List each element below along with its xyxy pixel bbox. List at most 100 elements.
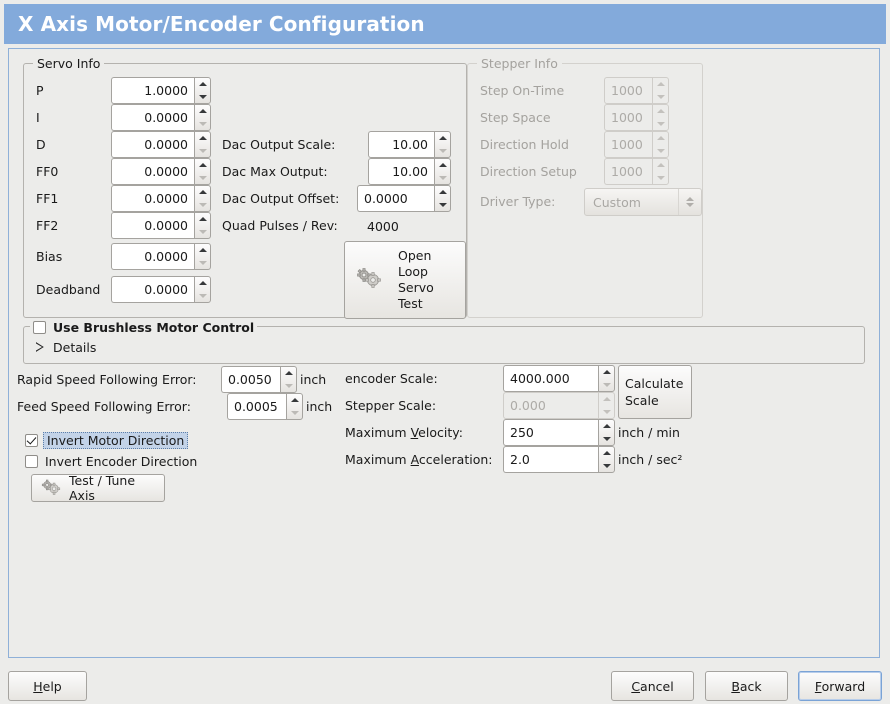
calculate-scale-button[interactable]: Calculate Scale (618, 365, 692, 419)
spin-ff1-down[interactable] (195, 199, 210, 212)
spin-rapid-following-error[interactable]: 0.0050 (221, 366, 297, 393)
spin-deadband-up[interactable] (195, 277, 210, 290)
spin-i-up[interactable] (195, 105, 210, 118)
spin-maximum-acceleration-up[interactable] (599, 447, 614, 460)
spin-rapid-following-error-down[interactable] (281, 380, 296, 393)
spin-ff0-down[interactable] (195, 172, 210, 185)
use-brushless-motor-control-checkbox[interactable]: Use Brushless Motor Control (33, 320, 254, 335)
spin-d-stepper[interactable] (194, 131, 211, 158)
checkbox-box[interactable] (33, 321, 46, 334)
details-expander[interactable]: Details (36, 340, 96, 355)
spin-feed-following-error[interactable]: 0.0005 (227, 393, 303, 420)
spin-d[interactable]: 0.0000 (111, 131, 211, 158)
spin-maximum-acceleration[interactable]: 2.0 (503, 446, 615, 473)
spin-d-down[interactable] (195, 145, 210, 158)
spin-dac-output-scale-stepper[interactable] (434, 131, 451, 158)
invert-motor-direction-checkbox[interactable]: Invert Motor Direction (25, 432, 189, 449)
spin-maximum-velocity-value[interactable]: 250 (503, 419, 598, 446)
spin-maximum-acceleration-stepper[interactable] (598, 446, 615, 473)
invert-encoder-direction-checkbox[interactable]: Invert Encoder Direction (25, 454, 197, 469)
spin-p-stepper[interactable] (194, 77, 211, 104)
spin-ff1-up[interactable] (195, 186, 210, 199)
spin-feed-following-error-value[interactable]: 0.0005 (227, 393, 286, 420)
forward-button[interactable]: Forward (798, 671, 882, 701)
spin-dac-max-output-stepper[interactable] (434, 158, 451, 185)
spin-maximum-velocity-down[interactable] (599, 433, 614, 446)
spin-dac-max-output-value[interactable]: 10.00 (368, 158, 434, 185)
spin-bias-stepper[interactable] (194, 243, 211, 270)
spin-ff0-value[interactable]: 0.0000 (111, 158, 194, 185)
spin-bias-value[interactable]: 0.0000 (111, 243, 194, 270)
spin-stepper-scale-up (599, 393, 614, 406)
spin-encoder-scale-down[interactable] (599, 379, 614, 392)
spin-ff2-up[interactable] (195, 213, 210, 226)
spin-deadband[interactable]: 0.0000 (111, 276, 211, 303)
spin-dac-max-output-down[interactable] (435, 172, 450, 185)
checkbox-box[interactable] (25, 455, 38, 468)
spin-bias-up[interactable] (195, 244, 210, 257)
chevron-right-icon[interactable] (36, 343, 44, 353)
spin-i-value[interactable]: 0.0000 (111, 104, 194, 131)
cancel-button[interactable]: Cancel (611, 671, 694, 701)
spin-deadband-stepper[interactable] (194, 276, 211, 303)
spin-maximum-velocity-up[interactable] (599, 420, 614, 433)
spin-ff1-stepper[interactable] (194, 185, 211, 212)
spin-dac-output-scale[interactable]: 10.00 (368, 131, 451, 158)
spin-d-value[interactable]: 0.0000 (111, 131, 194, 158)
spin-i-stepper[interactable] (194, 104, 211, 131)
spin-bias[interactable]: 0.0000 (111, 243, 211, 270)
spin-dac-max-output-up[interactable] (435, 159, 450, 172)
spin-rapid-following-error-value[interactable]: 0.0050 (221, 366, 280, 393)
spin-dac-max-output[interactable]: 10.00 (368, 158, 451, 185)
spin-maximum-velocity-stepper[interactable] (598, 419, 615, 446)
spin-ff2-stepper[interactable] (194, 212, 211, 239)
spin-dac-output-offset-value[interactable]: 0.0000 (357, 185, 434, 212)
spin-ff1-value[interactable]: 0.0000 (111, 185, 194, 212)
back-button[interactable]: Back (705, 671, 788, 701)
test-tune-axis-button[interactable]: Test / Tune Axis (31, 473, 165, 503)
spin-dac-output-offset[interactable]: 0.0000 (357, 185, 451, 212)
spin-encoder-scale[interactable]: 4000.000 (503, 365, 615, 392)
spin-dac-output-offset-stepper[interactable] (434, 185, 451, 212)
spin-feed-following-error-down[interactable] (287, 407, 302, 420)
spin-dac-output-offset-down[interactable] (435, 199, 450, 212)
spin-encoder-scale-up[interactable] (599, 366, 614, 379)
spin-ff2[interactable]: 0.0000 (111, 212, 211, 239)
spin-deadband-value[interactable]: 0.0000 (111, 276, 194, 303)
spin-ff1[interactable]: 0.0000 (111, 185, 211, 212)
spin-d-up[interactable] (195, 132, 210, 145)
spin-ff0[interactable]: 0.0000 (111, 158, 211, 185)
spin-p[interactable]: 1.0000 (111, 77, 211, 104)
spin-dac-output-scale-up[interactable] (435, 132, 450, 145)
spin-feed-following-error-up[interactable] (287, 394, 302, 407)
spin-ff0-up[interactable] (195, 159, 210, 172)
spin-dac-output-scale-down[interactable] (435, 145, 450, 158)
spin-encoder-scale-value[interactable]: 4000.000 (503, 365, 598, 392)
spin-direction-hold-down (653, 145, 668, 158)
spin-maximum-velocity[interactable]: 250 (503, 419, 615, 446)
driver-type-combo: Custom (584, 188, 702, 216)
spin-rapid-following-error-up[interactable] (281, 367, 296, 380)
spin-deadband-down[interactable] (195, 290, 210, 303)
spin-ff0-stepper[interactable] (194, 158, 211, 185)
spin-feed-following-error-stepper[interactable] (286, 393, 303, 420)
spin-i-down[interactable] (195, 118, 210, 131)
gears-icon (39, 478, 63, 498)
spin-dac-output-scale-value[interactable]: 10.00 (368, 131, 434, 158)
help-button[interactable]: Help (8, 671, 87, 701)
spin-p-value[interactable]: 1.0000 (111, 77, 194, 104)
spin-maximum-acceleration-down[interactable] (599, 460, 614, 473)
spin-p-up[interactable] (195, 78, 210, 91)
open-loop-servo-test-button[interactable]: Open Loop Servo Test (344, 241, 466, 319)
help-button-label: Help (33, 678, 62, 694)
checkbox-box[interactable] (25, 434, 38, 447)
spin-i[interactable]: 0.0000 (111, 104, 211, 131)
spin-rapid-following-error-stepper[interactable] (280, 366, 297, 393)
spin-encoder-scale-stepper[interactable] (598, 365, 615, 392)
spin-bias-down[interactable] (195, 257, 210, 270)
spin-maximum-acceleration-value[interactable]: 2.0 (503, 446, 598, 473)
spin-ff2-down[interactable] (195, 226, 210, 239)
spin-ff2-value[interactable]: 0.0000 (111, 212, 194, 239)
spin-dac-output-offset-up[interactable] (435, 186, 450, 199)
spin-p-down[interactable] (195, 91, 210, 104)
